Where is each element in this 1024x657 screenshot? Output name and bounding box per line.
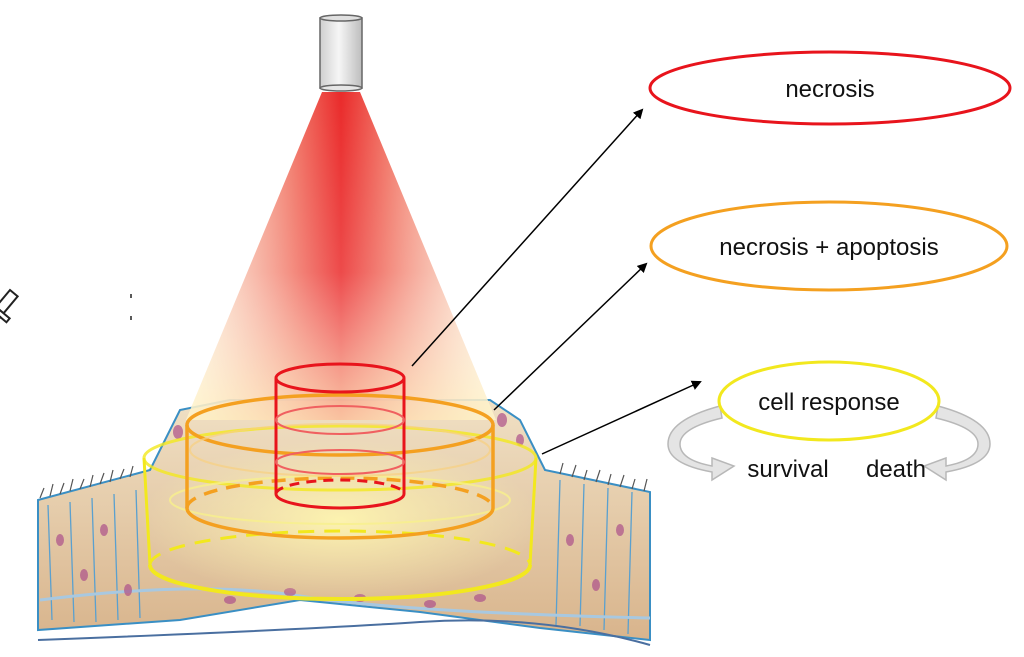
arrow-to-cell-response bbox=[541, 380, 702, 455]
death-label: death bbox=[866, 456, 926, 483]
necrosis-apoptosis-zone bbox=[185, 393, 495, 540]
survival-label: survival bbox=[747, 456, 828, 483]
laser-beam-fade bbox=[186, 92, 496, 420]
necrosis-label: necrosis bbox=[785, 76, 874, 103]
cell-response-zone bbox=[142, 424, 538, 601]
necrosis-apoptosis-oval bbox=[649, 200, 1009, 292]
necrosis-zone bbox=[274, 362, 406, 510]
necrosis-oval bbox=[648, 50, 1012, 126]
cycle-arrow-icon bbox=[667, 405, 991, 482]
tissue-bottom-line bbox=[37, 619, 651, 646]
tissue-surface-hairs bbox=[39, 462, 648, 499]
cell-response-label: cell response bbox=[758, 389, 899, 416]
cell-response-oval bbox=[717, 360, 941, 442]
arrow-to-necrosis-apoptosis bbox=[493, 262, 648, 411]
laser-light-source-icon bbox=[319, 14, 363, 92]
syringe-icon bbox=[0, 288, 20, 328]
arrow-to-necrosis bbox=[411, 108, 644, 367]
necrosis-apoptosis-label: necrosis + apoptosis bbox=[719, 234, 938, 261]
